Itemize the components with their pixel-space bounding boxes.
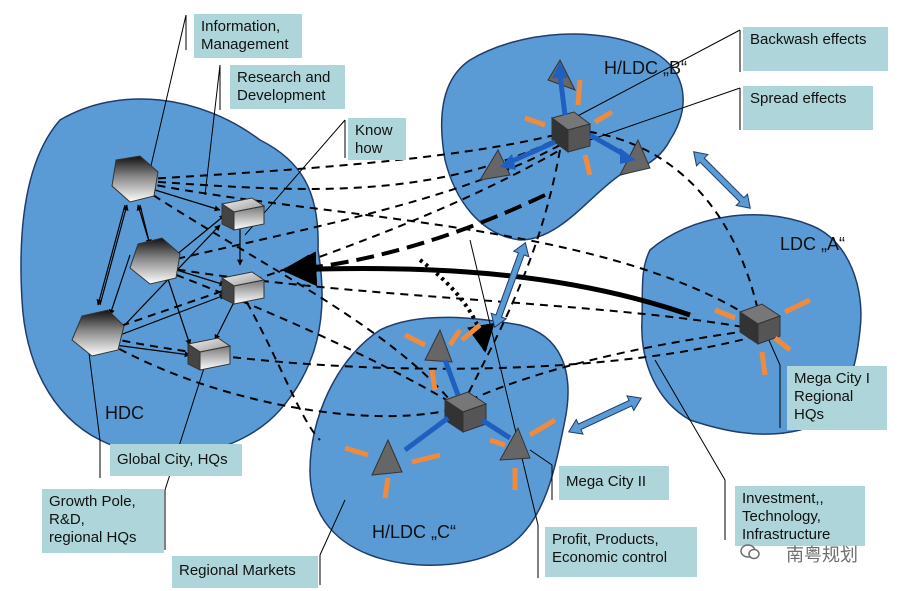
- cube-knowhow: [220, 271, 266, 305]
- region-b-content: [479, 58, 651, 181]
- blue-arrowheads-b: [500, 62, 636, 170]
- region-label-ldc-a: LDC „A“: [780, 234, 846, 254]
- label-regional-markets: Regional Markets: [172, 556, 318, 588]
- hdc-cubes: [186, 197, 266, 371]
- dotted-arrow: [418, 258, 495, 353]
- region-label-hldc-b: H/LDC „B“: [604, 58, 688, 78]
- cube-growth: [186, 337, 232, 371]
- double-arrow-c-a: [567, 395, 643, 435]
- orange-arrows-a: [714, 297, 812, 376]
- cube-rd: [220, 197, 266, 231]
- hexagon-bottom: [71, 309, 125, 357]
- thick-solid-arrow: [281, 251, 691, 318]
- pyramid-c-top: [424, 328, 453, 363]
- orange-arrows-b: [524, 79, 614, 176]
- double-arrow-b-c: [490, 241, 530, 329]
- label-mega-city-1: Mega City I Regional HQs: [787, 366, 887, 430]
- label-research-development: Research and Development: [230, 65, 345, 109]
- label-information-management: Information, Management: [194, 14, 302, 58]
- region-label-hdc: HDC: [105, 403, 144, 423]
- blue-arrows-b: [508, 74, 627, 165]
- double-arrows: [490, 151, 751, 435]
- cube-b-center: [550, 111, 592, 153]
- label-backwash-effects: Backwash effects: [743, 27, 888, 71]
- label-growth-pole: Growth Pole, R&D, regional HQs: [42, 489, 164, 553]
- region-label-hldc-c: H/LDC „C“: [372, 522, 456, 542]
- label-know-how: Know how: [348, 118, 406, 160]
- cube-c-center: [443, 391, 488, 433]
- watermark-text: 南粤规划: [786, 545, 858, 565]
- pyramid-c-right: [499, 426, 531, 461]
- region-c-content: [344, 323, 557, 499]
- double-arrow-b-a: [693, 151, 751, 209]
- orange-arrows-c: [344, 323, 557, 499]
- label-investment: Investment,, Technology, Infrastructure: [735, 486, 865, 546]
- label-spread-effects: Spread effects: [743, 86, 873, 130]
- blue-arrows-c: [403, 359, 512, 453]
- hexagon-center: [129, 237, 181, 285]
- label-mega-city-2: Mega City II: [559, 466, 669, 500]
- hdc-hexagons: [71, 155, 181, 357]
- pyramid-b-left: [479, 148, 511, 181]
- hexagon-global-city-top: [111, 155, 159, 203]
- label-global-city: Global City, HQs: [110, 444, 242, 476]
- pyramid-c-left: [371, 438, 403, 476]
- label-profit-products: Profit, Products, Economic control: [545, 527, 697, 577]
- wechat-icon: [740, 544, 760, 560]
- cube-a-center: [738, 303, 782, 345]
- region-a-content: [714, 297, 812, 376]
